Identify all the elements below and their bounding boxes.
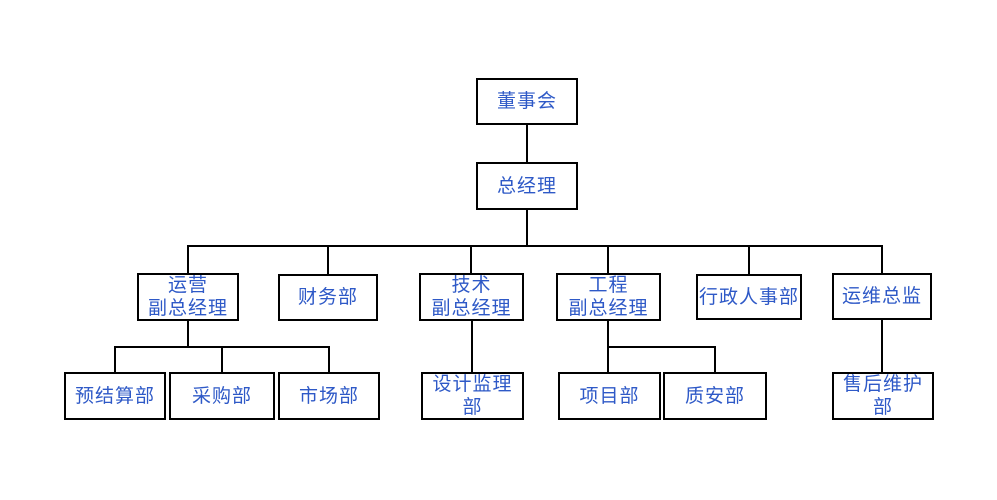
connector-tech-design [471,321,473,372]
node-engineering-deputy-gm: 工程 副总经理 [556,273,661,321]
connector-drop-tech-vp [470,245,472,273]
connector-drop-presettlement [114,346,116,372]
connector-level2-bus [187,245,883,247]
connector-gm-stub [526,210,528,245]
node-aftersales-maintenance-dept: 售后维护部 [832,372,934,420]
node-om-director: 运维总监 [832,273,932,320]
connector-drop-om-director [881,245,883,273]
connector-ops-stub [187,321,189,346]
connector-drop-purchasing [221,346,223,372]
node-board-of-directors: 董事会 [476,78,578,125]
node-design-supervision-dept: 设计监理部 [421,372,524,420]
node-presettlement-dept: 预结算部 [64,372,166,420]
node-marketing-dept: 市场部 [278,372,380,420]
node-project-dept: 项目部 [558,372,661,420]
connector-drop-eng-vp [607,245,609,273]
connector-board-gm [526,125,528,162]
node-general-manager: 总经理 [476,162,578,210]
connector-om-aftersales [881,320,883,372]
connector-eng-children-bus [607,346,716,348]
node-quality-safety-dept: 质安部 [663,372,767,420]
connector-drop-admin-hr [748,245,750,274]
connector-drop-marketing [328,346,330,372]
node-finance-dept: 财务部 [278,274,378,321]
connector-drop-finance [327,245,329,274]
connector-drop-quality-safety [714,346,716,372]
node-purchasing-dept: 采购部 [169,372,275,420]
node-technical-deputy-gm: 技术 副总经理 [419,273,524,321]
node-admin-hr-dept: 行政人事部 [696,274,802,320]
node-operations-deputy-gm: 运营 副总经理 [137,273,239,321]
connector-drop-ops-vp [187,245,189,273]
